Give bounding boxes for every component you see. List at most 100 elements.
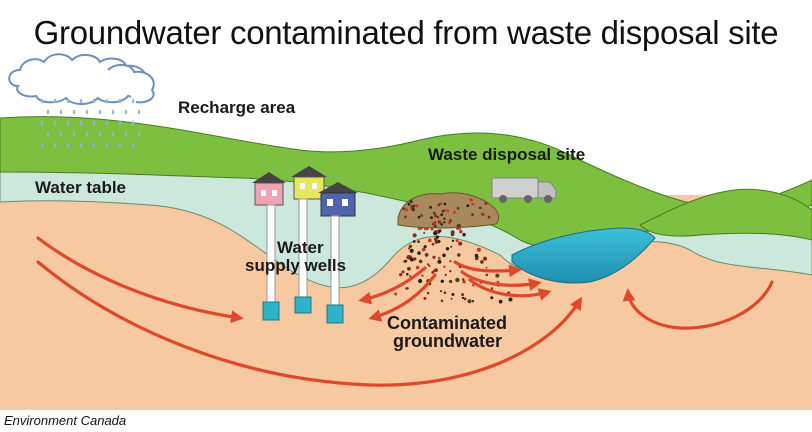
contaminant-dot [490,296,494,300]
contaminant-dot [485,266,488,269]
contaminant-dot [462,233,466,237]
contaminant-dot [424,227,428,231]
rain-drop [40,98,44,104]
rain-drop [40,142,44,148]
contaminant-dot [443,265,446,268]
contaminant-dot [451,239,455,242]
contaminant-dot [427,238,432,243]
waste-dot [437,203,441,207]
rain-drop [111,109,115,115]
rain-drop [72,109,76,115]
contaminant-dot [406,272,409,276]
contaminant-dot [438,229,442,233]
house-icon-blue [318,182,358,217]
contaminant-dot [458,227,462,230]
contaminant-dot [440,279,444,283]
flow-arrow-left-upper [36,236,244,324]
label-recharge-area: Recharge area [178,98,296,117]
contaminant-dot [461,293,465,297]
rain-drop [66,142,70,148]
contaminant-dot [412,233,417,238]
waste-dot [484,202,488,205]
waste-dot [405,208,408,212]
contaminant-dot [449,279,453,284]
waste-dot [466,204,470,208]
contaminant-dot [431,271,435,274]
contaminant-dot [423,296,427,300]
label-contaminated-line1: Contaminated [387,313,508,333]
contaminant-dot [418,259,423,264]
rain-drop [59,109,63,115]
rain-drop [98,131,102,137]
contaminant-dot [490,287,494,290]
label-water-supply-wells-line1: Water [277,238,324,257]
contaminant-dot [485,273,489,277]
flow-arrow-plume-1 [358,266,427,305]
waste-dot [434,214,437,218]
contaminant-dot [438,256,441,260]
waste-dot [487,215,491,219]
rain-drop [72,131,76,137]
contaminant-dot [440,299,444,303]
flow-arrow-plume-4 [460,270,542,291]
waste-dot [471,202,475,206]
contaminant-dot [409,257,414,262]
contaminant-dot [461,296,465,300]
contaminant-dot [457,253,461,257]
waste-dot [456,207,460,210]
label-contaminated-line2: groundwater [393,331,503,351]
rain-drop [40,120,44,126]
rain-drop [124,131,128,137]
rain-drop [53,98,57,104]
contaminant-dot [458,241,463,246]
rain-drop [92,98,96,104]
waste-dot [443,217,446,221]
contaminant-dot [417,251,421,255]
contaminant-dot [455,239,459,243]
rain-drop [46,109,50,115]
contaminant-dot [428,264,431,267]
rain-drop [53,120,57,126]
rain-drop [111,131,115,137]
contaminant-dot [426,227,429,231]
credit-text: Environment Canada [4,413,127,428]
flow-arrow-left-lower [36,260,582,387]
contaminant-dot [443,221,446,224]
flow-arrow-plume-2 [368,273,437,322]
contaminant-dot [417,240,420,244]
contaminant-dot [423,231,426,234]
waste-dot [409,200,413,203]
contaminant-dot [445,247,450,251]
rain-drop [98,109,102,115]
contaminant-dot [415,265,420,270]
contaminant-dot [412,240,416,243]
diagram-title: Groundwater contaminated from waste disp… [33,14,779,51]
contaminant-dot [456,223,461,229]
contaminant-dot [495,273,500,278]
contaminant-dot [434,238,437,241]
rain-drop [66,98,70,104]
flow-arrow-right [622,280,774,330]
contaminant-dot [409,248,414,253]
rain-drop [118,120,122,126]
contaminant-dot [455,277,460,283]
contaminant-dot [426,291,430,295]
cloud-icon [8,53,155,105]
label-water-table: Water table [35,178,127,197]
contaminant-dot [434,240,438,244]
waste-dot [420,214,424,217]
contaminant-dot [433,269,436,272]
waste-dot [430,216,433,220]
contaminant-dot [432,255,436,259]
contaminant-dot [482,256,488,261]
rain-drop [118,142,122,148]
contaminant-dot [431,242,435,246]
contaminant-dot [451,293,455,296]
waste-dot [470,198,473,202]
waste-dot [407,202,411,206]
contaminant-dot [449,270,452,273]
contaminant-dot [424,253,429,257]
waste-dot [443,202,447,206]
contaminant-dot [508,297,513,302]
contaminant-dot [437,220,442,224]
